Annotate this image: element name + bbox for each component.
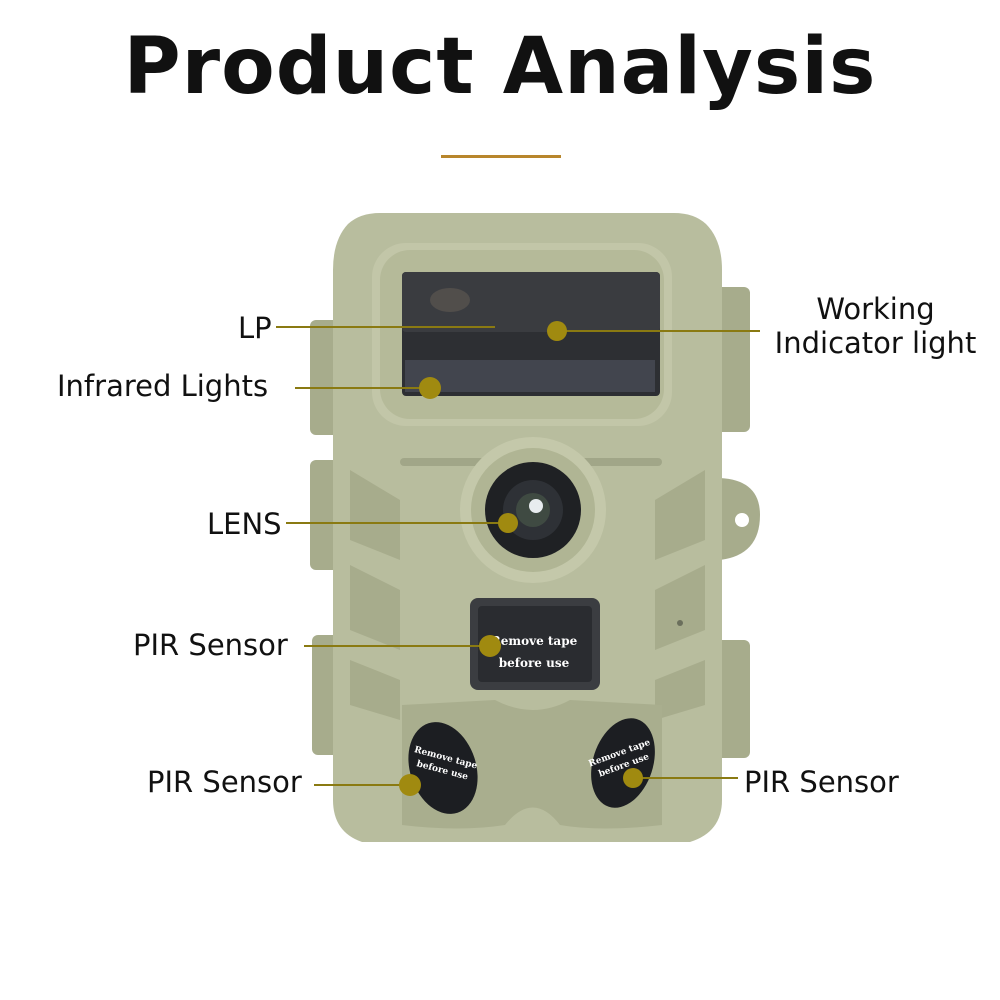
callout-dot-working (547, 321, 567, 341)
label-lens: LENS (207, 507, 282, 541)
page-title: Product Analysis (123, 22, 877, 112)
callouts (276, 321, 760, 796)
title-divider (441, 155, 561, 158)
label-pir-right: PIR Sensor (744, 765, 899, 799)
callout-dot-pir-center (479, 635, 501, 657)
label-pir-center: PIR Sensor (133, 628, 288, 662)
center-pir-sticker-line1: Remove tape (491, 634, 578, 648)
label-working-indicator: Working Indicator light (768, 292, 983, 360)
left-pir-lens (408, 722, 478, 814)
label-infrared-lights: Infrared Lights (57, 369, 269, 403)
callout-dot-pir-left (399, 774, 421, 796)
label-working-line1: Working (816, 292, 935, 326)
callout-dot-lens (498, 513, 518, 533)
label-lp: LP (238, 311, 272, 345)
label-working-line2: Indicator light (774, 326, 977, 360)
label-pir-left: PIR Sensor (147, 765, 302, 799)
callout-dot-pir-right (623, 768, 643, 788)
side-grooves (350, 470, 705, 720)
callout-dot-infrared (419, 377, 441, 399)
center-pir-sticker-line2: before use (499, 656, 570, 670)
